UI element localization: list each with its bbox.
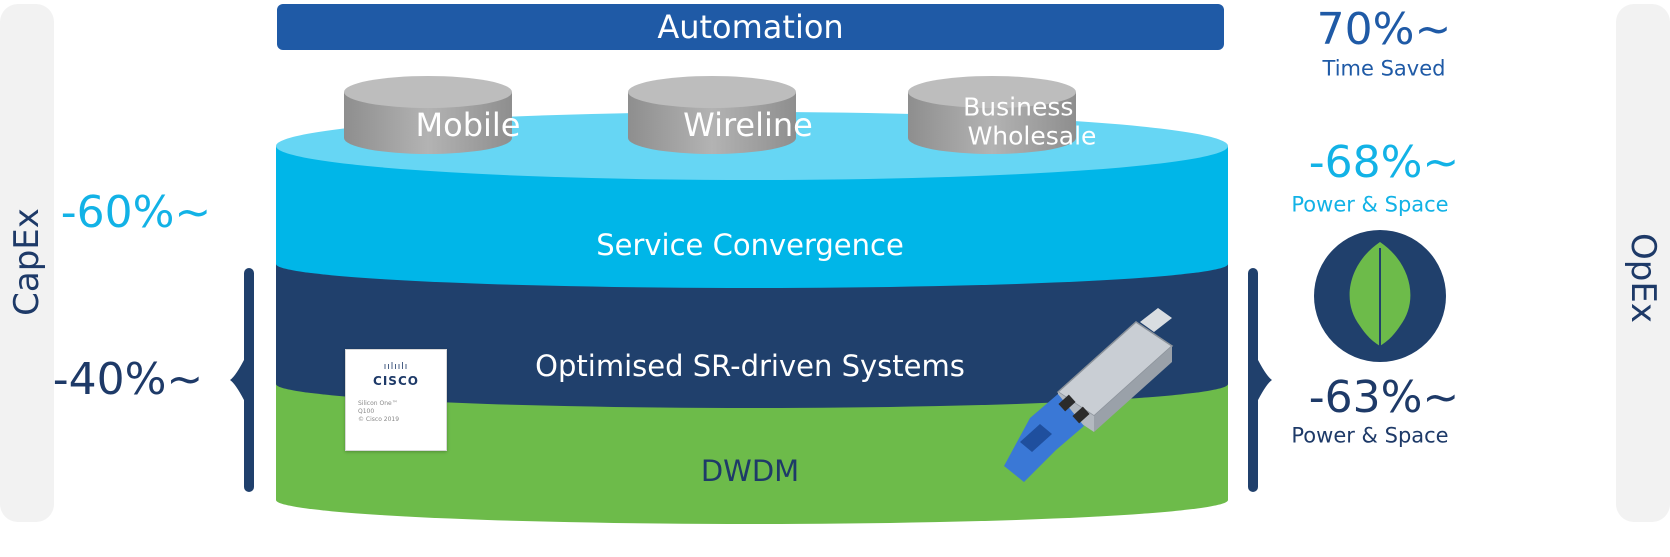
optical-transceiver-icon: [1004, 308, 1174, 482]
chip-logo-bars: ıılıılı: [383, 362, 409, 372]
power-top-value: -68%~: [1308, 137, 1460, 188]
time-saved-label: Time Saved: [1322, 56, 1446, 81]
systems-label: Optimised SR-driven Systems: [535, 349, 965, 383]
time-saved-value: 70%~: [1316, 4, 1452, 55]
silo-business: [908, 76, 1076, 154]
leaf-icon: [1314, 230, 1446, 362]
chip-line1: Silicon One™: [358, 400, 398, 407]
silo-label-business-line2: Wholesale: [967, 121, 1097, 150]
chip-line3: © Cisco 2019: [358, 416, 400, 423]
opex-panel: [1616, 4, 1670, 522]
left-bracket-icon: [230, 268, 254, 492]
automation-label: Automation: [657, 8, 844, 46]
silo-label-wireline: Wireline: [683, 106, 813, 144]
systems-layer: [276, 264, 1228, 408]
automation-banner: Automation: [277, 4, 1224, 50]
cisco-chip-icon: ıılıılı cisco Silicon One™ Q100 © Cisco …: [345, 349, 447, 451]
dwdm-layer: [276, 384, 1228, 524]
capex-panel: [0, 4, 54, 522]
capex-top-metric: -60%~: [60, 187, 212, 238]
silo-wireline: [628, 76, 796, 154]
power-top-label: Power & Space: [1291, 192, 1449, 217]
silo-mobile: [344, 76, 512, 154]
silo-label-business: Business & Wholesale: [963, 92, 1101, 151]
capex-bottom-metric: -40%~: [52, 354, 204, 405]
chip-logo: cisco: [373, 374, 419, 388]
silo-label-mobile: Mobile: [415, 106, 521, 144]
service-convergence-label: Service Convergence: [596, 228, 904, 262]
silo-label-business-line1: Business &: [963, 92, 1101, 122]
dwdm-label: DWDM: [700, 454, 800, 488]
right-bracket-icon: [1248, 268, 1272, 492]
chip-line2: Q100: [358, 408, 375, 415]
power-bottom-value: -63%~: [1308, 372, 1460, 423]
power-bottom-label: Power & Space: [1291, 423, 1449, 448]
